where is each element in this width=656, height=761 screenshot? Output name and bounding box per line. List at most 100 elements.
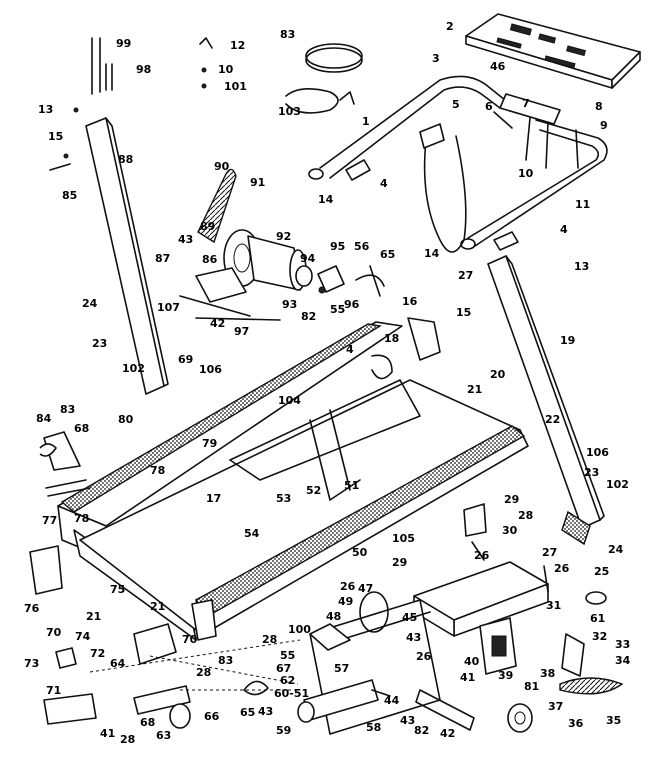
part-label: 63 [156, 729, 171, 742]
part-label: 103 [278, 105, 301, 118]
part-label: 79 [202, 437, 217, 450]
part-label: 90 [214, 160, 230, 173]
wire-harness [419, 123, 467, 253]
part-label: 43 [406, 631, 421, 644]
part-label: 27 [542, 546, 557, 559]
part-label: 87 [155, 252, 170, 265]
part-label: 101 [224, 80, 247, 93]
part-label: 50 [352, 546, 368, 559]
fuse-rings [285, 43, 363, 114]
part-label: 59 [276, 724, 291, 737]
part-label: 23 [584, 466, 599, 479]
part-label: 47 [358, 582, 373, 595]
part-label: 37 [548, 700, 563, 713]
part-label: 23 [92, 337, 107, 350]
part-label: 98 [136, 63, 151, 76]
part-label: 52 [306, 484, 321, 497]
part-label: 94 [300, 252, 316, 265]
part-label: 26 [474, 549, 490, 562]
part-label: 8 [595, 100, 603, 113]
part-label: 14 [424, 247, 440, 260]
part-label: 102 [122, 362, 145, 375]
right-upright [487, 255, 605, 546]
part-label: 15 [48, 130, 63, 143]
part-label: 3 [432, 52, 440, 65]
part-label: 4 [380, 177, 388, 190]
part-label: 71 [46, 684, 61, 697]
part-label: 21 [86, 610, 101, 623]
part-label: 31 [546, 599, 561, 612]
part-label: 41 [100, 727, 115, 740]
part-label: 14 [318, 193, 334, 206]
part-label: 92 [276, 230, 291, 243]
part-label: 95 [330, 240, 345, 253]
part-label: 44 [384, 694, 400, 707]
part-label: 64 [110, 657, 126, 670]
part-label: 28 [262, 633, 277, 646]
part-label: 83 [60, 403, 75, 416]
part-label: 20 [490, 368, 506, 381]
part-label: 28 [120, 733, 135, 746]
part-label: 68 [140, 716, 155, 729]
part-label: 83 [280, 28, 295, 41]
part-label: 28 [196, 666, 211, 679]
part-label: 85 [62, 189, 77, 202]
part-label: 69 [178, 353, 193, 366]
part-label: 4 [346, 343, 354, 356]
part-label: 5 [452, 98, 460, 111]
deck-frame [57, 321, 529, 641]
part-label: 66 [204, 710, 220, 723]
part-label: 55 [330, 303, 345, 316]
motor-controller [413, 561, 549, 675]
part-label: 77 [42, 514, 57, 527]
part-label: 106 [586, 446, 609, 459]
part-label: 10 [218, 63, 234, 76]
part-label: 102 [606, 478, 629, 491]
drive-belt [197, 168, 237, 244]
motor-assembly [179, 229, 307, 321]
part-label: 54 [244, 527, 260, 540]
part-label: 56 [354, 240, 370, 253]
part-label: 41 [460, 671, 475, 684]
left-upright [49, 107, 169, 395]
front-left-end-cap [29, 545, 63, 595]
motor-pulley-parts [295, 265, 385, 297]
part-label: 35 [606, 714, 621, 727]
part-label: 13 [38, 103, 53, 116]
part-label: 82 [301, 310, 316, 323]
part-label: 67 [276, 662, 291, 675]
part-label: 25 [594, 565, 609, 578]
part-label: 7 [522, 97, 530, 110]
part-label: 100 [288, 623, 311, 636]
part-label: 26 [416, 650, 432, 663]
part-label: 53 [276, 492, 291, 505]
front-roller-hood [371, 317, 441, 380]
part-label: 68 [74, 422, 89, 435]
part-label: 61 [590, 612, 605, 625]
part-label: 42 [440, 727, 455, 740]
part-label: 81 [524, 680, 539, 693]
part-label: 45 [402, 611, 417, 624]
part-label: 18 [384, 332, 399, 345]
part-label: 10 [518, 167, 534, 180]
part-label: 16 [402, 295, 418, 308]
part-label: 107 [157, 301, 180, 314]
part-label: 99 [116, 37, 131, 50]
part-label: 76 [24, 602, 40, 615]
part-label: 26 [554, 562, 570, 575]
console-mount-bracket [493, 93, 579, 169]
incline-wheel [507, 703, 533, 733]
part-label: 26 [340, 580, 356, 593]
part-label: 105 [392, 532, 415, 545]
part-label: 6 [485, 100, 493, 113]
part-label: 1 [362, 115, 370, 128]
part-label: 57 [334, 662, 349, 675]
part-label: 58 [366, 721, 381, 734]
part-label: 89 [200, 220, 215, 233]
loose-hardware-top [91, 37, 213, 95]
part-label: 24 [82, 297, 98, 310]
part-label: 21 [467, 383, 482, 396]
part-label: 36 [568, 717, 584, 730]
incline-motor [297, 679, 391, 723]
